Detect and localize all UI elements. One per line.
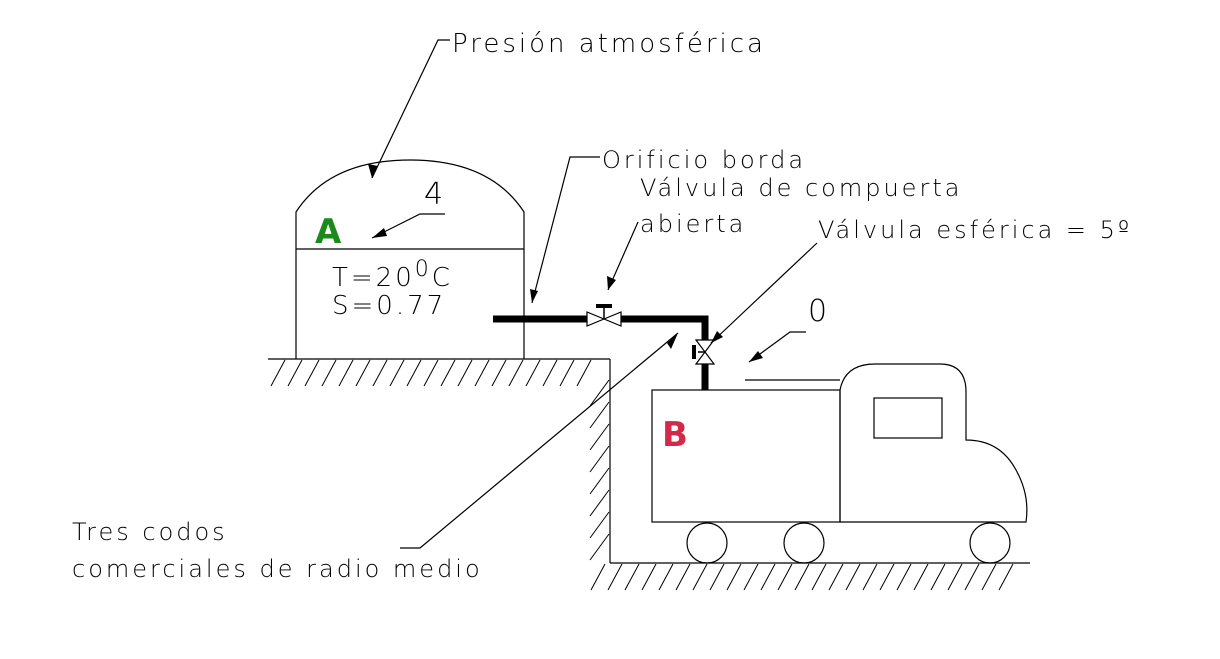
level-b-value: 0 (808, 294, 830, 329)
leader-orifice (531, 156, 600, 304)
hatch-mark (726, 563, 742, 591)
hatch-mark (964, 563, 980, 591)
truck-wheel-rear (969, 522, 1011, 564)
hatch-mark (440, 359, 456, 387)
label-gate-valve-line2: abierta (640, 210, 746, 238)
hatch-mark (338, 359, 354, 387)
leader-level-a (371, 213, 445, 239)
hatch-mark (658, 563, 674, 591)
label-gate-valve-line1: Válvula de compuerta (640, 174, 962, 202)
hatch-mark (508, 359, 524, 387)
label-elbows-line2: comerciales de radio medio (72, 555, 483, 583)
truck-wheel-front (686, 522, 728, 564)
hatch-mark (896, 563, 912, 591)
globe-valve-icon (692, 339, 716, 365)
specific-gravity-label: S=0.77 (332, 291, 446, 321)
hatch-mark (372, 359, 388, 387)
truck-window (873, 397, 943, 439)
hatch-mark (355, 359, 371, 387)
hatch-mark (811, 563, 827, 591)
leader-gate-valve (607, 221, 639, 291)
leader-level-b (748, 331, 806, 363)
hatch-mark (589, 445, 610, 473)
hatch-mark (692, 563, 708, 591)
leader-globe-valve (710, 242, 818, 344)
hatch-mark (287, 359, 303, 387)
label-globe-valve: Válvula esférica = 5º (818, 216, 1132, 244)
hatch-mark (589, 423, 610, 451)
hatch-mark (845, 563, 861, 591)
hatch-mark (589, 533, 610, 561)
label-atmospheric-pressure: Presión atmosférica (452, 29, 766, 59)
hatch-mark (423, 359, 439, 387)
upper-ground (268, 358, 610, 387)
hatch-mark (777, 563, 793, 591)
tank-a-outline (295, 159, 525, 359)
hatch-mark (457, 359, 473, 387)
hatch-mark (542, 359, 558, 387)
hatch-mark (641, 563, 657, 591)
leader-atmospheric (371, 39, 450, 179)
hatch-mark (607, 563, 623, 591)
tank-b-label: B (662, 415, 688, 455)
hatch-mark (879, 563, 895, 591)
hatch-mark (675, 563, 691, 591)
lower-ground-hatch (590, 563, 1014, 591)
hatch-mark (559, 359, 575, 387)
truck-cab (839, 363, 1028, 523)
hatch-mark (998, 563, 1014, 591)
hatch-mark (589, 489, 610, 517)
gate-valve-icon (586, 304, 622, 327)
truck-tank (651, 389, 841, 523)
hatch-mark (862, 563, 878, 591)
hatch-mark (590, 563, 606, 591)
hatch-mark (930, 563, 946, 591)
upper-ground-hatch (270, 359, 592, 387)
cliff-wall-hatch (589, 379, 610, 561)
hatch-mark (474, 359, 490, 387)
pipe-horizontal-run (493, 315, 709, 340)
hatch-mark (589, 379, 610, 407)
hatch-mark (589, 467, 610, 495)
temperature-label: T=200C (332, 257, 453, 293)
label-elbows-line1: Tres codos (72, 518, 228, 546)
hatch-mark (491, 359, 507, 387)
lower-ground (589, 359, 1030, 591)
hatch-mark (760, 563, 776, 591)
leader-lines (368, 39, 818, 549)
hatch-mark (576, 359, 592, 387)
hatch-mark (270, 359, 286, 387)
tank-a-label: A (315, 212, 342, 252)
hatch-mark (947, 563, 963, 591)
hatch-mark (709, 563, 725, 591)
tanker-truck-b (651, 363, 1028, 564)
hatch-mark (589, 401, 610, 429)
hatch-mark (981, 563, 997, 591)
truck-wheel-middle (783, 522, 825, 564)
hatch-mark (304, 359, 320, 387)
hatch-mark (828, 563, 844, 591)
hatch-mark (913, 563, 929, 591)
hatch-mark (589, 511, 610, 539)
tank-a (295, 159, 525, 359)
hatch-mark (743, 563, 759, 591)
hatch-mark (525, 359, 541, 387)
hatch-mark (406, 359, 422, 387)
label-orifice: Orificio borda (602, 146, 806, 174)
leader-elbows (400, 332, 679, 549)
hatch-mark (624, 563, 640, 591)
level-a-value: 4 (424, 177, 446, 212)
hatch-mark (794, 563, 810, 591)
hatch-mark (321, 359, 337, 387)
pipe (493, 315, 709, 390)
hatch-mark (389, 359, 405, 387)
